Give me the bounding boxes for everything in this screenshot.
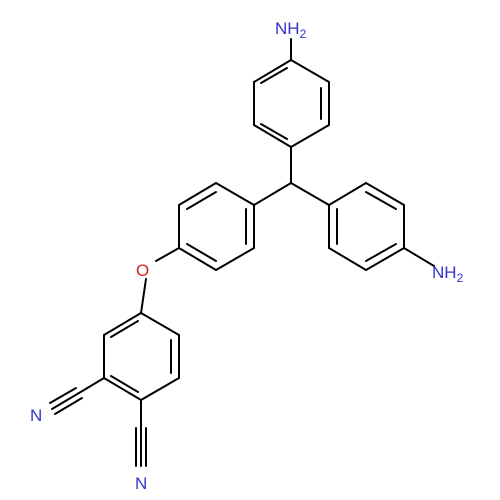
double-bond [365,191,397,210]
bond [328,247,367,271]
aminophenyl-ring-top [253,59,330,148]
phenyl-ring-middle [178,182,255,271]
double-bond [260,67,288,84]
amine-label-right: NH2 [432,263,464,285]
nitrile-bottom [135,399,147,467]
phthalonitrile-ring [103,312,180,401]
oxygen-label: O [136,261,149,280]
bond [253,182,292,206]
bond [290,124,330,148]
bond-n-right [403,247,435,267]
triple-bond [49,387,77,404]
double-bond [186,243,217,262]
bond [328,182,367,206]
bond [103,377,142,401]
bond [253,59,292,83]
bond [253,124,292,148]
nitrile-n-label-left: N [30,406,42,425]
nitrile-n-label-bottom: N [135,474,147,493]
bond [290,182,330,206]
triple-bond [54,397,83,415]
double-bond [110,320,139,338]
bond [365,182,405,206]
double-bond [365,243,397,262]
double-bond [186,191,217,210]
bond-o-aryl-top [155,247,180,262]
triple-bond [51,392,80,410]
double-bond [110,375,139,393]
bond [140,377,180,401]
bond [290,59,330,83]
double-bond [260,123,288,140]
bond [365,247,405,271]
bond [78,377,105,394]
bond-o-aryl-bottom [140,278,147,314]
amine-label-top: NH2 [275,19,307,41]
bond [178,247,217,271]
aminophenyl-ring-right [328,182,405,271]
bond [140,312,180,336]
bond [215,182,255,206]
nitrile-left [49,377,105,415]
bond [178,182,217,206]
bond [215,247,255,271]
bond [103,312,142,336]
